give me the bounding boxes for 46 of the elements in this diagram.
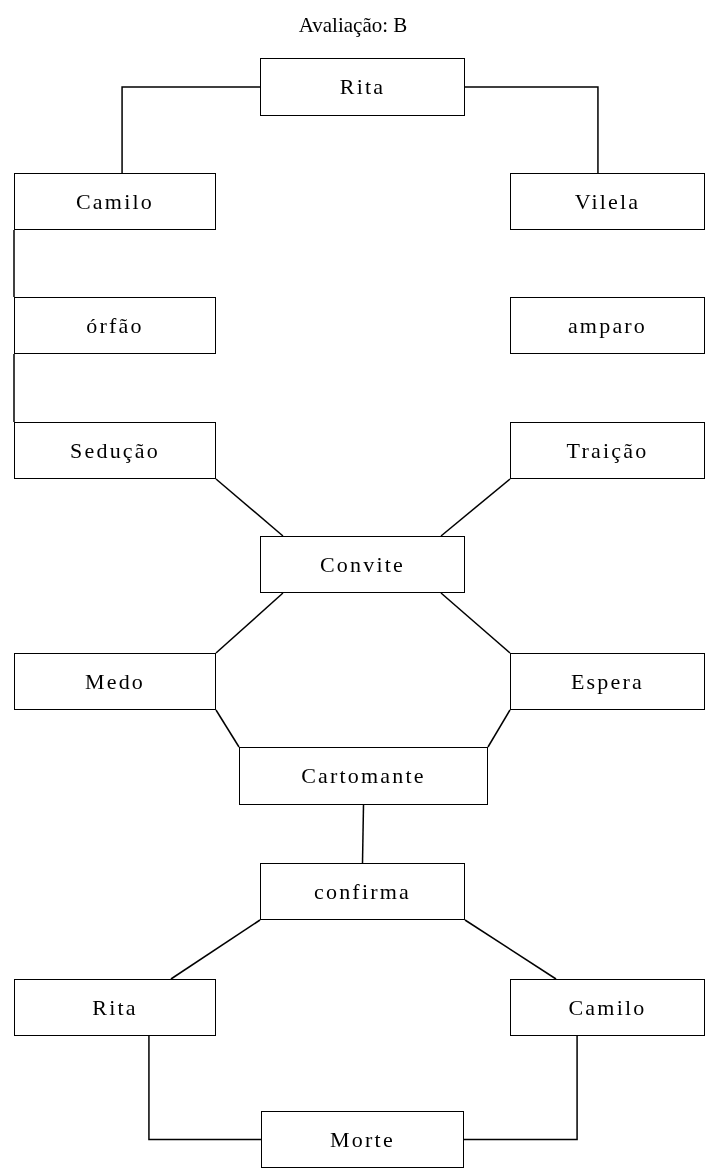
label-box: [510, 297, 705, 354]
label-box: [260, 536, 465, 593]
label-box: [260, 863, 465, 920]
connector-line: [170, 919, 261, 980]
box-label: confirma: [314, 877, 411, 906]
connector-line: [440, 478, 511, 537]
box-label: Rita: [339, 73, 386, 101]
label-box: [510, 422, 705, 479]
diagram-title: Avaliação: B: [297, 12, 409, 38]
box-label: Sedução: [70, 436, 160, 465]
label-box: [510, 653, 705, 710]
label-box: [14, 653, 216, 710]
label-box: [14, 173, 216, 230]
connector-line: [361, 804, 365, 864]
label-box: [260, 58, 465, 116]
label-box: [14, 979, 216, 1036]
connector-line: [215, 592, 284, 654]
box-label: Camilo: [76, 187, 154, 216]
label-box: [239, 747, 488, 805]
connector-line: [440, 592, 511, 654]
box-label: Traição: [566, 436, 649, 465]
label-box: [510, 173, 705, 230]
box-label: Vilela: [574, 187, 641, 216]
connector-line: [215, 478, 284, 537]
box-label: Morte: [330, 1125, 395, 1154]
box-label: Camilo: [568, 993, 647, 1022]
label-box: [14, 422, 216, 479]
connector-line: [13, 229, 15, 298]
label-box: [261, 1111, 464, 1168]
box-label: Convite: [319, 550, 406, 579]
connector-line: [463, 1035, 578, 1141]
box-label: Espera: [570, 667, 645, 696]
box-label: amparo: [567, 311, 648, 340]
connector-line: [148, 1035, 262, 1141]
box-label: Cartomante: [301, 762, 426, 790]
label-box: [14, 297, 216, 354]
connector-line: [13, 353, 15, 423]
connector-line: [215, 709, 240, 748]
connector-line: [464, 919, 557, 980]
box-label: órfão: [86, 311, 144, 340]
box-label: Rita: [92, 993, 138, 1022]
connector-line: [487, 709, 511, 748]
connector-line: [121, 86, 261, 174]
connector-line: [464, 86, 599, 174]
box-label: Medo: [84, 667, 146, 696]
label-box: [510, 979, 705, 1036]
